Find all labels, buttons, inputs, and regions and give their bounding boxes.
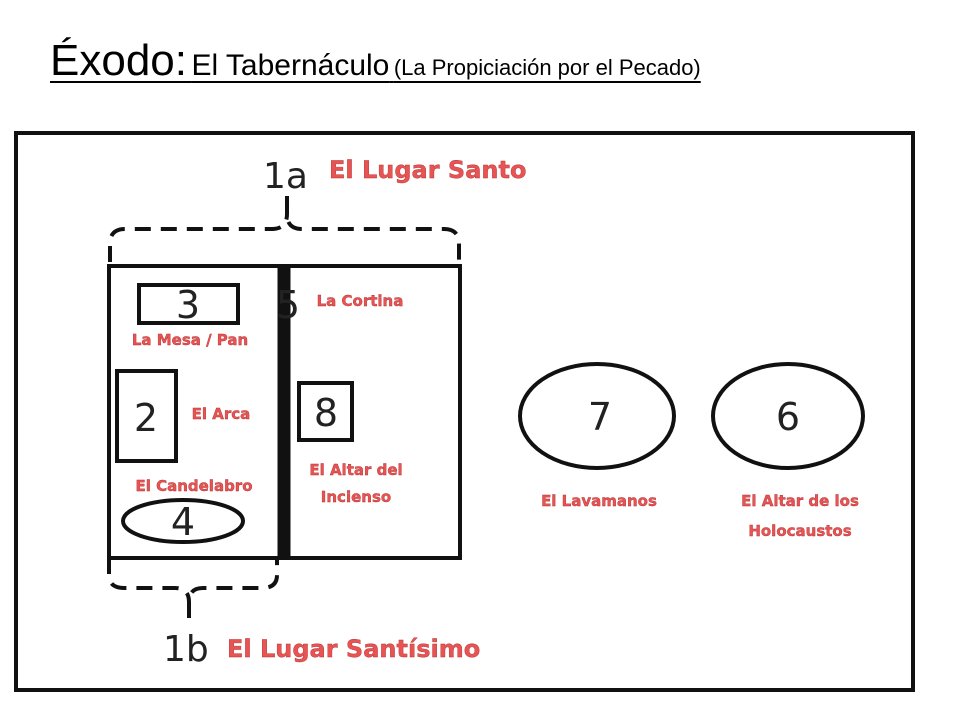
marker-5: 5 [276,283,300,327]
incense-altar-box [297,381,354,442]
marker-4: 4 [171,500,195,544]
title-note: (La Propiciación por el Pecado) [393,55,701,80]
label-altar-holocaustos-line1: El Altar de los [741,492,859,510]
marker-1a: 1a [263,156,308,197]
courtyard-frame [14,131,915,692]
label-lugar-santisimo: El Lugar Santísimo [227,635,480,663]
holy-place-brace [108,196,461,262]
marker-7: 7 [588,395,612,439]
label-lugar-santo: El Lugar Santo [329,156,526,184]
label-candelabro: El Candelabro [135,477,252,495]
title-main: Éxodo: [50,36,187,85]
title-sub: El Tabernáculo [191,49,390,82]
label-lavamanos: El Lavamanos [541,492,657,510]
label-arca: El Arca [192,405,251,423]
burnt-altar-ellipse [711,362,865,470]
marker-8: 8 [314,391,338,435]
label-altar-incienso-line1: El Altar del [309,461,402,479]
marker-1b: 1b [163,629,209,670]
label-altar-incienso-line2: Incienso [321,488,391,506]
marker-6: 6 [776,395,800,439]
lampstand-ellipse [121,498,245,544]
label-altar-holocaustos-line2: Holocaustos [748,522,851,540]
table-box [137,283,240,325]
holy-of-holies-brace [107,558,279,618]
ark-box [115,369,178,463]
label-cortina: La Cortina [317,292,404,310]
laver-ellipse [518,362,676,470]
label-mesa-pan: La Mesa / Pan [132,331,248,349]
marker-2: 2 [134,396,158,440]
page-title: Éxodo: El Tabernáculo (La Propiciación p… [50,36,701,86]
marker-3: 3 [176,283,200,327]
